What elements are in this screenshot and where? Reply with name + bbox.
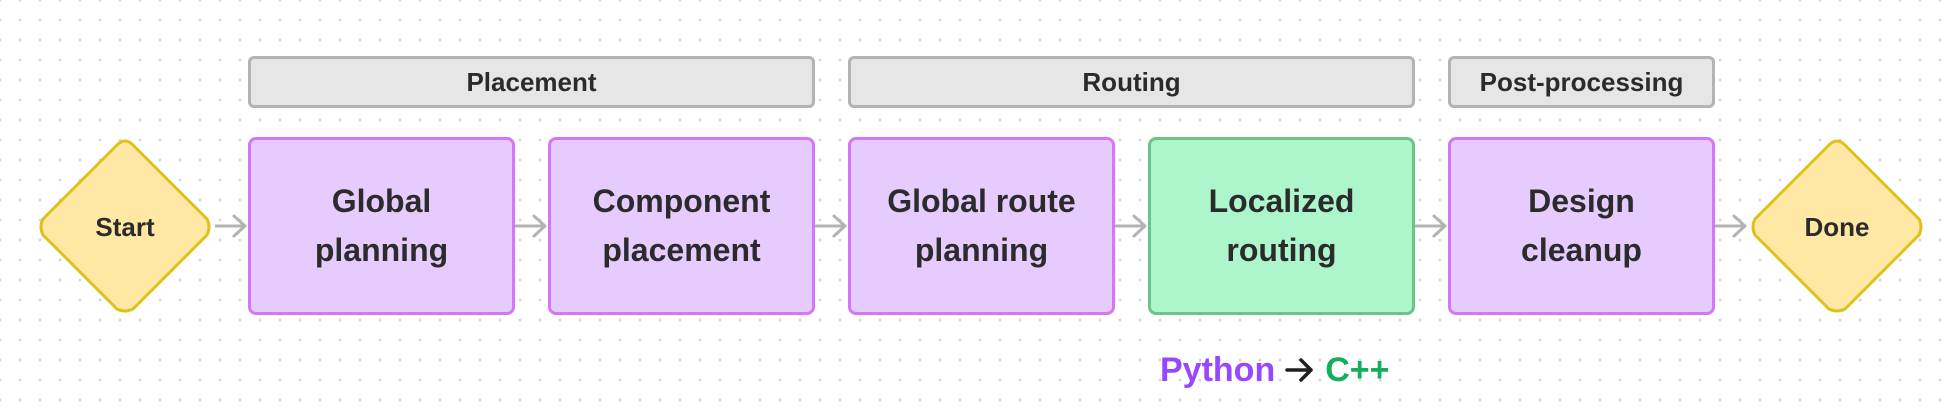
- group-routing: Routing: [848, 56, 1415, 108]
- done-diamond-shape: [1751, 139, 1923, 313]
- group-post-processing: Post-processing: [1448, 56, 1715, 108]
- start-label: Start: [95, 211, 155, 242]
- start-diamond-shape: [39, 139, 211, 313]
- step-localized-routing-line1: Localized: [1208, 183, 1355, 219]
- step-design-cleanup-line2: cleanup: [1521, 232, 1642, 268]
- step-localized-routing-line2: routing: [1226, 232, 1337, 268]
- step-global-route-planning-line2: planning: [914, 232, 1049, 268]
- step-component-placement-line2: placement: [602, 232, 761, 268]
- connector-arrow-icon: [215, 214, 247, 238]
- connector-arrow-icon: [1115, 214, 1147, 238]
- step-global-planning-line2: planning: [314, 232, 449, 268]
- step-localized-routing: Localized routing: [1148, 137, 1415, 315]
- connector-arrow-icon: [515, 214, 547, 238]
- arrow-right-icon: [1285, 357, 1315, 383]
- language-annotation: Python C++: [1160, 346, 1389, 394]
- step-design-cleanup: Design cleanup: [1448, 137, 1715, 315]
- connector-arrow-icon: [1415, 214, 1447, 238]
- step-global-planning: Global planning: [248, 137, 515, 315]
- group-post-processing-label: Post-processing: [1479, 66, 1684, 97]
- step-global-route-planning-line1: Global route: [887, 183, 1076, 219]
- start-node: Start: [35, 137, 215, 317]
- group-routing-label: Routing: [1082, 66, 1181, 97]
- step-component-placement: Component placement: [548, 137, 815, 315]
- language-to: C++: [1325, 350, 1390, 389]
- step-design-cleanup-line1: Design: [1528, 183, 1635, 219]
- group-placement-label: Placement: [466, 66, 597, 97]
- step-global-route-planning: Global route planning: [848, 137, 1115, 315]
- done-label: Done: [1804, 211, 1870, 242]
- connector-arrow-icon: [815, 214, 847, 238]
- language-from: Python: [1160, 350, 1276, 389]
- step-component-placement-line1: Component: [592, 183, 771, 219]
- done-node: Done: [1747, 137, 1927, 317]
- connector-arrow-icon: [1715, 214, 1747, 238]
- group-placement: Placement: [248, 56, 815, 108]
- step-global-planning-line1: Global: [331, 183, 432, 219]
